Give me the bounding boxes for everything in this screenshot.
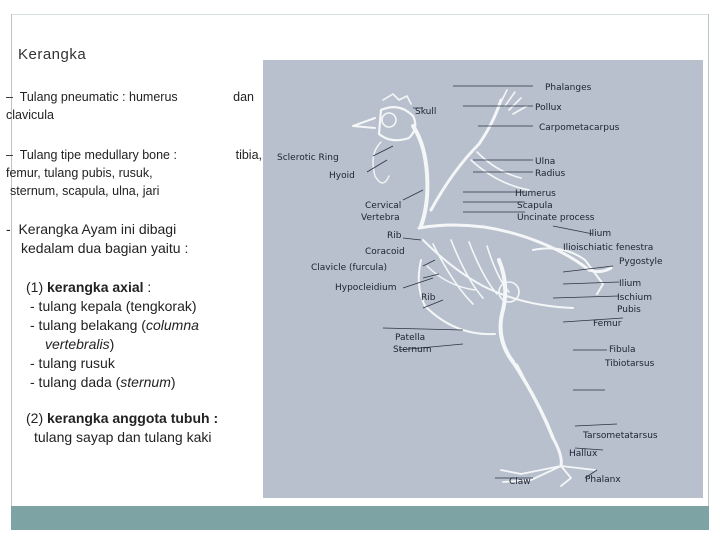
point-medullary: – Tulang tipe medullary bone : tibia, fe… — [6, 146, 262, 200]
axial-item-skull: - tulang kepala (tengkorak) — [26, 297, 256, 316]
label-ilioischiatic-fenestra: Ilioischiatic fenestra — [563, 243, 653, 253]
label-fibula: Fibula — [609, 345, 635, 355]
label-scapula: Scapula — [517, 201, 553, 211]
footer-bar — [11, 506, 709, 530]
label-rib-upper: Rib — [387, 231, 402, 241]
label-leader-lines — [367, 86, 623, 478]
point-medullary-right: tibia, — [236, 146, 262, 164]
axial-item-ribs: - tulang rusuk — [26, 354, 256, 373]
label-hyoid: Hyoid — [329, 171, 355, 181]
label-carpometacarpus: Carpometacarpus — [539, 123, 620, 133]
label-pubis: Pubis — [617, 305, 641, 315]
label-clavicle: Clavicle (furcula) — [311, 263, 387, 273]
label-skull: Skull — [415, 107, 436, 117]
point-pneumatic-line1: – Tulang pneumatic : humerus dan — [6, 88, 254, 106]
label-ulna: Ulna — [535, 157, 555, 167]
axial-item-sternum: - tulang dada (sternum) — [26, 373, 256, 392]
label-ilium: Ilium — [619, 279, 641, 289]
bullet-dash: - — [6, 221, 11, 237]
point-medullary-text: Tulang tipe medullary bone : — [20, 148, 177, 162]
label-ischium: Ischium — [617, 293, 652, 303]
bullet-dash: – — [6, 90, 13, 104]
point-pneumatic: – Tulang pneumatic : humerus dan clavicu… — [6, 88, 254, 124]
axial-item-spine-cont: vertebralis) — [26, 335, 256, 354]
slide-title: Kerangka — [18, 46, 86, 63]
label-pygostyle: Pygostyle — [619, 257, 663, 267]
label-claw: Claw — [509, 477, 531, 487]
point-pneumatic-right: dan — [233, 88, 254, 106]
label-radius: Radius — [535, 169, 565, 179]
point-medullary-line3: sternum, scapula, ulna, jari — [6, 182, 262, 200]
point-medullary-line1: – Tulang tipe medullary bone : tibia, — [6, 146, 262, 164]
point-pneumatic-line2: clavicula — [6, 106, 254, 124]
point-kerangka-line2: kedalam dua bagian yaitu : — [6, 239, 256, 258]
label-pollux: Pollux — [535, 103, 562, 113]
label-coracoid: Coracoid — [365, 247, 405, 257]
appendicular-heading-bold: kerangka anggota tubuh : — [47, 410, 218, 426]
label-tarsometatarsus: Tarsometatarsus — [582, 431, 658, 441]
label-phalanx: Phalanx — [585, 475, 621, 485]
bullet-dash: – — [6, 148, 13, 162]
label-humerus: Humerus — [515, 189, 556, 199]
label-ilium-upper: Ilium — [589, 229, 611, 239]
point-medullary-line2: femur, tulang pubis, rusuk, — [6, 164, 262, 182]
appendicular-heading: (2) kerangka anggota tubuh : — [26, 409, 256, 428]
label-tibiotarsus: Tibiotarsus — [604, 359, 655, 369]
appendicular-line: tulang sayap dan tulang kaki — [26, 428, 256, 447]
slide-frame-top — [11, 14, 709, 15]
axial-heading-bold: kerangka axial — [47, 279, 144, 295]
chicken-skeleton-figure: Phalanges Skull Pollux Carpometacarpus S… — [263, 60, 703, 498]
chicken-skeleton-diagram: Phalanges Skull Pollux Carpometacarpus S… — [263, 60, 703, 498]
label-cervical: Cervical — [365, 201, 401, 211]
label-patella: Patella — [395, 333, 425, 343]
label-hypocleidium: Hypocleidium — [335, 283, 396, 293]
figure-labels: Phalanges Skull Pollux Carpometacarpus S… — [277, 83, 663, 487]
appendicular-section: (2) kerangka anggota tubuh : tulang saya… — [26, 409, 256, 447]
point-kerangka-line1: Kerangka Ayam ini dibagi — [18, 221, 176, 237]
label-sternum: Sternum — [393, 345, 432, 355]
axial-item-spine: - tulang belakang (columna — [26, 316, 256, 335]
axial-section: (1) kerangka axial : - tulang kepala (te… — [26, 278, 256, 392]
label-hallux: Hallux — [569, 449, 598, 459]
axial-heading: (1) kerangka axial : — [26, 278, 256, 297]
point-pneumatic-text: Tulang pneumatic : humerus — [20, 90, 178, 104]
label-sclerotic-ring: Sclerotic Ring — [277, 153, 339, 163]
label-rib-lower: Rib — [421, 293, 436, 303]
label-femur: Femur — [593, 319, 622, 329]
label-vertebra: Vertebra — [361, 213, 400, 223]
label-uncinate-process: Uncinate process — [517, 213, 595, 223]
point-kerangka-ayam: - Kerangka Ayam ini dibagi kedalam dua b… — [6, 220, 256, 258]
label-phalanges: Phalanges — [545, 83, 592, 93]
slide-frame-right — [708, 14, 709, 506]
